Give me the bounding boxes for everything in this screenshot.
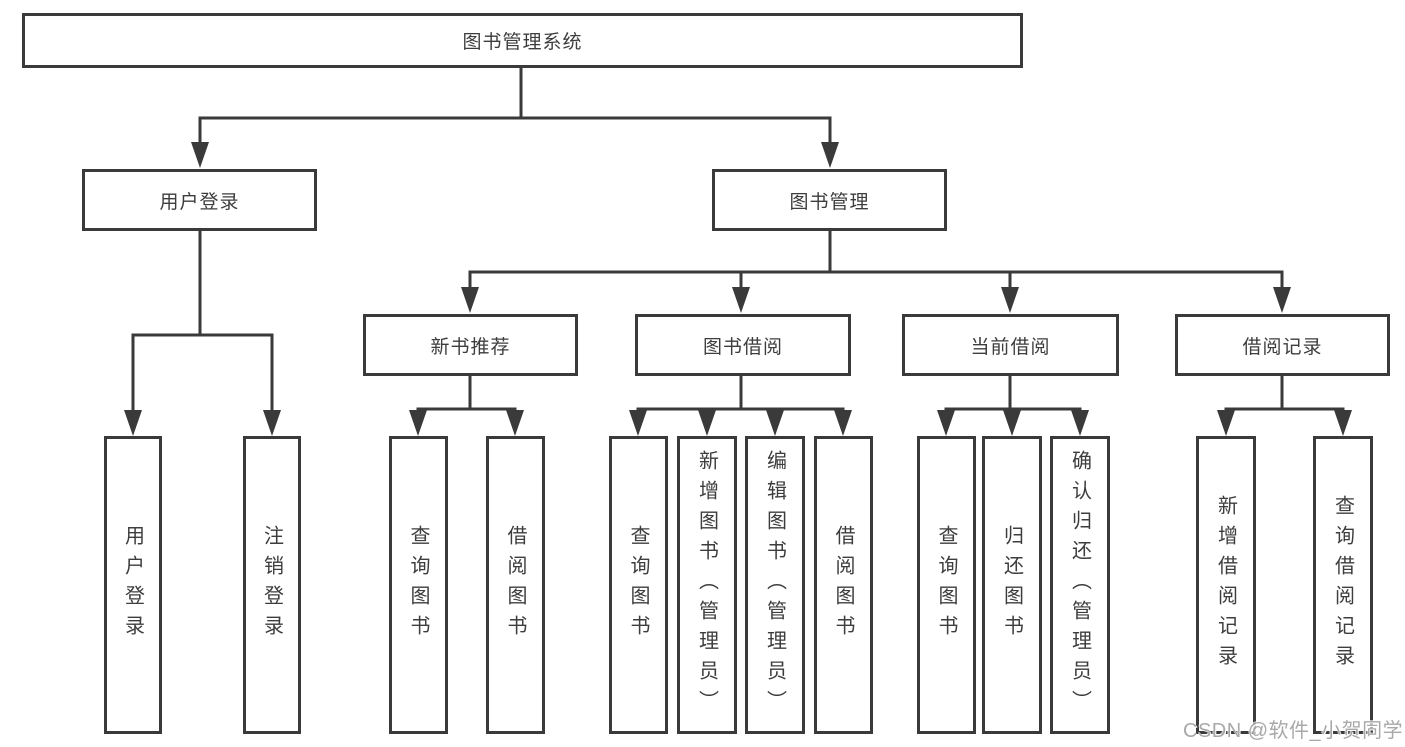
node-borrow-records: 借阅记录 (1175, 314, 1390, 376)
leaf-br-query-record: 查询借阅记录 (1313, 436, 1373, 734)
leaf-br-add-record-label: 新增借阅记录 (1214, 495, 1237, 675)
leaf-logout: 注销登录 (243, 436, 301, 734)
node-book-management-label: 图书管理 (789, 191, 870, 213)
leaf-bb-add-books-admin-label: 新增图书（管理员） (695, 450, 718, 720)
leaf-user-login: 用户登录 (104, 436, 162, 734)
node-book-borrowing-label: 图书借阅 (702, 336, 783, 358)
leaf-cb-query-books: 查询图书 (917, 436, 976, 734)
leaf-user-login-label: 用户登录 (121, 525, 144, 645)
node-book-management: 图书管理 (712, 169, 947, 231)
csdn-watermark: CSDN @软件_小贺同学 (1183, 720, 1404, 742)
node-root-label: 图书管理系统 (462, 32, 583, 53)
node-borrow-records-label: 借阅记录 (1242, 336, 1323, 358)
leaf-cb-confirm-return-admin: 确认归还（管理员） (1050, 436, 1110, 734)
leaf-cb-return-books: 归还图书 (982, 436, 1042, 734)
leaf-bb-borrow-books-label: 借阅图书 (832, 525, 854, 645)
node-user-login: 用户登录 (82, 169, 317, 231)
leaf-bb-query-books-label: 查询图书 (627, 525, 649, 645)
leaf-cb-confirm-return-admin-label: 确认归还（管理员） (1068, 450, 1091, 720)
node-new-book-recommend-label: 新书推荐 (430, 336, 511, 358)
leaf-nb-query-books-label: 查询图书 (407, 525, 429, 645)
node-current-borrowing-label: 当前借阅 (970, 336, 1051, 358)
node-current-borrowing: 当前借阅 (902, 314, 1119, 376)
node-root: 图书管理系统 (22, 13, 1023, 68)
leaf-logout-label: 注销登录 (260, 525, 283, 645)
leaf-bb-edit-books-admin: 编辑图书（管理员） (745, 436, 805, 734)
leaf-bb-edit-books-admin-label: 编辑图书（管理员） (763, 450, 786, 720)
leaf-br-query-record-label: 查询借阅记录 (1331, 495, 1354, 675)
leaf-nb-borrow-books-label: 借阅图书 (504, 525, 526, 645)
leaf-cb-query-books-label: 查询图书 (935, 525, 957, 645)
node-book-borrowing: 图书借阅 (635, 314, 851, 376)
node-new-book-recommend: 新书推荐 (363, 314, 578, 376)
leaf-cb-return-books-label: 归还图书 (1000, 525, 1023, 645)
leaf-nb-borrow-books: 借阅图书 (486, 436, 545, 734)
leaf-bb-query-books: 查询图书 (609, 436, 668, 734)
leaf-bb-borrow-books: 借阅图书 (814, 436, 873, 734)
leaf-bb-add-books-admin: 新增图书（管理员） (677, 436, 737, 734)
leaf-br-add-record: 新增借阅记录 (1196, 436, 1256, 734)
node-user-login-label: 用户登录 (159, 191, 240, 213)
leaf-nb-query-books: 查询图书 (389, 436, 448, 734)
